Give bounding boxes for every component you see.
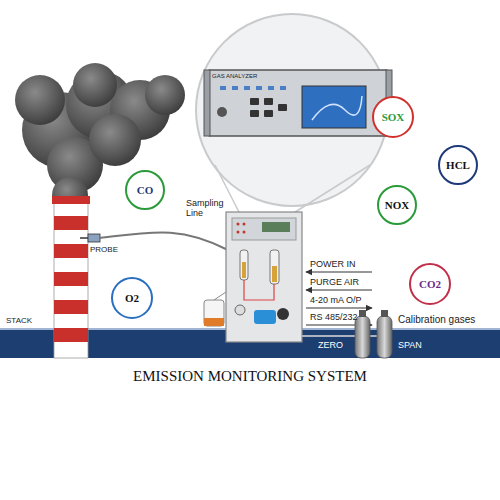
art-shape — [204, 70, 210, 136]
art-shape — [204, 300, 224, 326]
gas-circle: O2 — [111, 277, 153, 319]
art-shape — [242, 262, 246, 278]
art-shape — [237, 223, 240, 226]
art-shape — [237, 231, 240, 234]
art-shape — [52, 196, 90, 204]
part-name: PROBE — [90, 245, 118, 254]
art-shape — [280, 86, 286, 90]
art-shape — [214, 292, 226, 300]
art-shape — [240, 250, 248, 280]
analyzer-cabinet — [226, 212, 302, 342]
art-shape — [54, 328, 88, 342]
art-shape — [277, 308, 289, 320]
art-shape — [235, 305, 245, 315]
signal-name: POWER IN — [310, 259, 356, 269]
art-shape — [89, 114, 141, 166]
art-shape — [262, 222, 290, 232]
art-shape — [355, 316, 370, 358]
art-shape — [243, 223, 246, 226]
art-shape — [217, 107, 227, 117]
art-shape — [250, 98, 259, 105]
art-shape — [196, 14, 388, 206]
gas-circle: NOX — [377, 185, 417, 225]
art-shape — [204, 318, 224, 326]
gas-cylinders — [355, 310, 392, 358]
gas-circle: HCL — [438, 145, 478, 185]
art-shape — [54, 216, 88, 230]
art-shape — [381, 310, 388, 317]
art-shape — [220, 86, 286, 90]
art-shape — [73, 63, 117, 107]
art-shape — [268, 86, 274, 90]
art-shape — [237, 223, 246, 234]
gas-label: ZERO — [318, 340, 343, 350]
gas-name: HCL — [446, 159, 470, 171]
art-shape — [312, 96, 362, 120]
art-shape — [244, 280, 274, 300]
part-name: Calibration gases — [398, 314, 475, 326]
gas-label: SPAN — [398, 340, 422, 350]
art-shape — [292, 165, 370, 214]
gas-circle: CO — [125, 170, 165, 210]
art-shape — [243, 231, 246, 234]
art-shape — [306, 307, 372, 308]
art-shape — [302, 86, 366, 128]
part-name: STACK — [6, 316, 32, 325]
art-shape — [208, 70, 388, 136]
signal-name: PURGE AIR — [310, 277, 359, 287]
art-shape — [272, 266, 277, 282]
gas-name: CO2 — [419, 278, 441, 290]
art-shape — [54, 200, 88, 358]
line-label: Sampling Line — [186, 198, 231, 219]
gas-pipe — [302, 322, 362, 336]
art-shape — [256, 86, 262, 90]
art-shape — [278, 104, 287, 111]
gas-circle: CO2 — [409, 263, 451, 305]
art-shape — [232, 218, 296, 240]
art-shape — [250, 98, 287, 117]
sampling-line — [100, 232, 228, 250]
art-shape — [254, 310, 276, 324]
signal-name: RS 485/232 — [310, 312, 358, 322]
art-shape — [54, 244, 88, 258]
art-shape — [88, 234, 100, 242]
gas-name: O2 — [125, 292, 139, 304]
art-shape — [145, 75, 185, 115]
art-shape — [306, 271, 372, 272]
signal-name: 4-20 mA O/P — [310, 295, 362, 305]
gas-name: SOX — [382, 111, 405, 123]
gas-name: NOX — [385, 199, 409, 211]
art-shape — [244, 86, 250, 90]
art-shape — [232, 86, 238, 90]
rack-analyzer — [204, 70, 392, 136]
art-shape — [359, 310, 366, 317]
art-shape — [54, 272, 88, 286]
zoom-callout — [196, 14, 388, 214]
gas-circle: SOX — [372, 96, 414, 138]
art-shape — [264, 110, 273, 117]
art-shape — [377, 316, 392, 358]
art-shape — [15, 75, 65, 125]
probe — [80, 234, 100, 242]
art-shape — [306, 289, 372, 290]
art-shape — [54, 300, 88, 314]
art-shape — [270, 250, 279, 284]
art-shape — [80, 237, 88, 239]
art-shape — [226, 212, 302, 342]
stack-chimney — [52, 196, 90, 358]
art-shape — [264, 98, 273, 105]
device-name: GAS ANALYZER — [212, 73, 257, 80]
art-shape — [250, 110, 259, 117]
gas-name: CO — [137, 184, 154, 196]
smoke — [15, 63, 185, 213]
flask — [204, 292, 226, 326]
diagram-title: EMISSION MONITORING SYSTEM — [0, 368, 500, 385]
art-shape — [220, 86, 226, 90]
